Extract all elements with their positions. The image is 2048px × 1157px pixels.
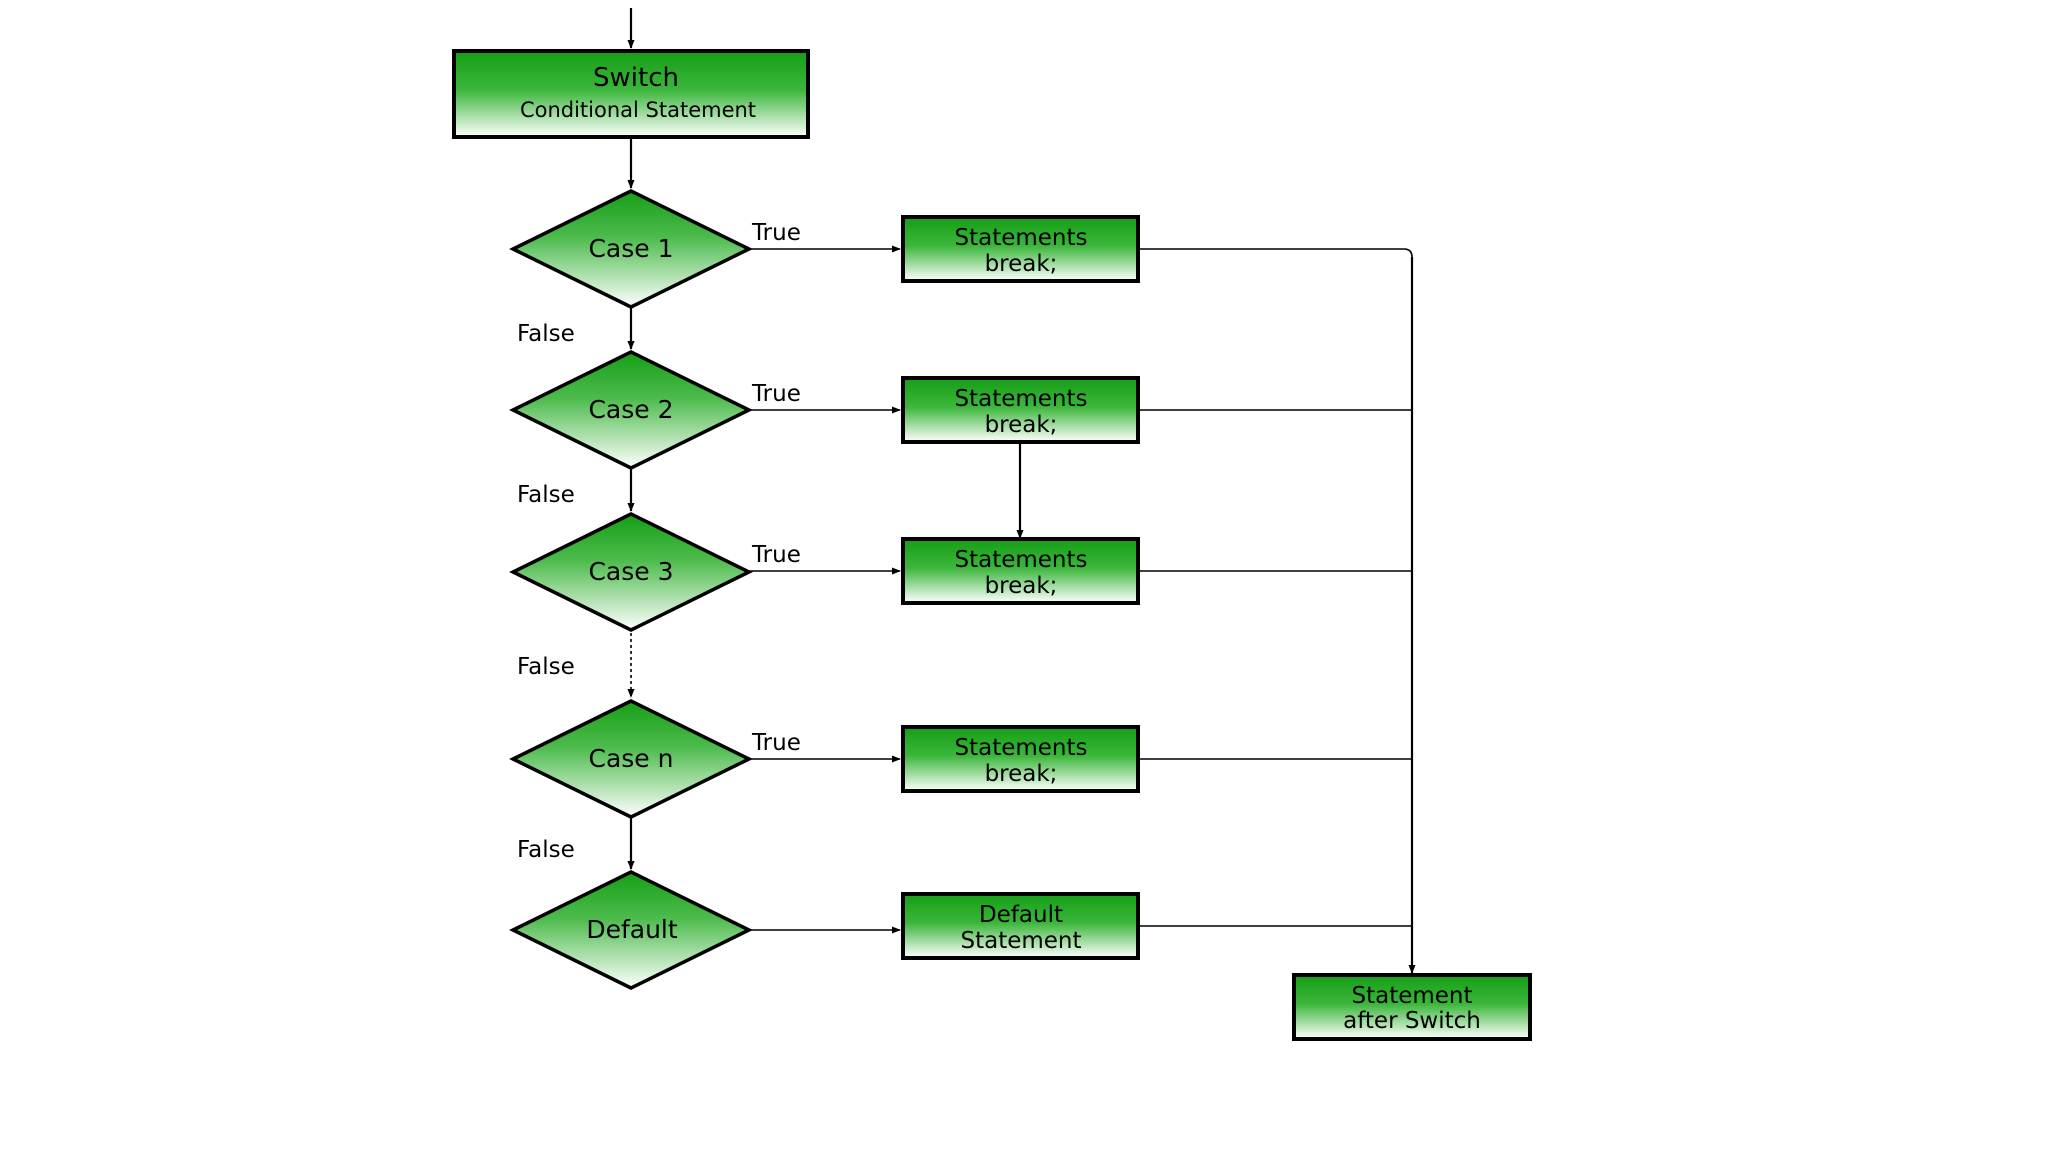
case-3-true-label: True [751,542,801,568]
case-n-action-line1: Statements [954,735,1087,761]
case-n-action-node: Statements break; [901,725,1140,793]
case-n-action-line2: break; [985,761,1058,787]
case-1-action-line1: Statements [954,225,1087,251]
case-1-action-line2: break; [985,251,1058,277]
case-3-label: Case 3 [588,557,673,586]
case-2-decision: Case 2 [509,350,753,470]
case-3-false-label: False [517,654,575,680]
default-label: Default [586,915,678,944]
case-3-action-line2: break; [985,573,1058,599]
action1-to-end-line [1138,248,1413,258]
connectors [627,8,1416,974]
case-1-decision: Case 1 [509,189,753,309]
case-n-label: Case n [589,744,674,773]
case-3-action-node: Statements break; [901,537,1140,605]
case-1-false-label: False [517,321,575,347]
switch-start-subtitle: Conditional Statement [520,98,756,122]
case-n-true-label: True [751,730,801,756]
switch-start-title: Switch [593,63,679,93]
case-1-action-node: Statements break; [901,215,1140,283]
default-action-line2: Statement [960,928,1081,954]
default-action-node: Default Statement [901,892,1140,960]
switch-start-node: Switch Conditional Statement [452,49,810,139]
case-2-action-line2: break; [985,412,1058,438]
default-action-line1: Default [979,902,1063,928]
end-line1: Statement [1351,983,1472,1009]
case-1-label: Case 1 [588,234,673,263]
statement-after-switch-node: Statement after Switch [1292,973,1532,1041]
case-2-label: Case 2 [588,395,673,424]
case-3-action-line1: Statements [954,547,1087,573]
case-1-true-label: True [751,220,801,246]
case-2-action-node: Statements break; [901,376,1140,444]
case-2-true-label: True [751,381,801,407]
end-line2: after Switch [1343,1008,1481,1034]
case-n-false-label: False [517,837,575,863]
case-3-decision: Case 3 [509,512,753,632]
default-decision: Default [509,870,753,990]
case-2-action-line1: Statements [954,386,1087,412]
case-2-false-label: False [517,482,575,508]
case-n-decision: Case n [509,699,753,819]
